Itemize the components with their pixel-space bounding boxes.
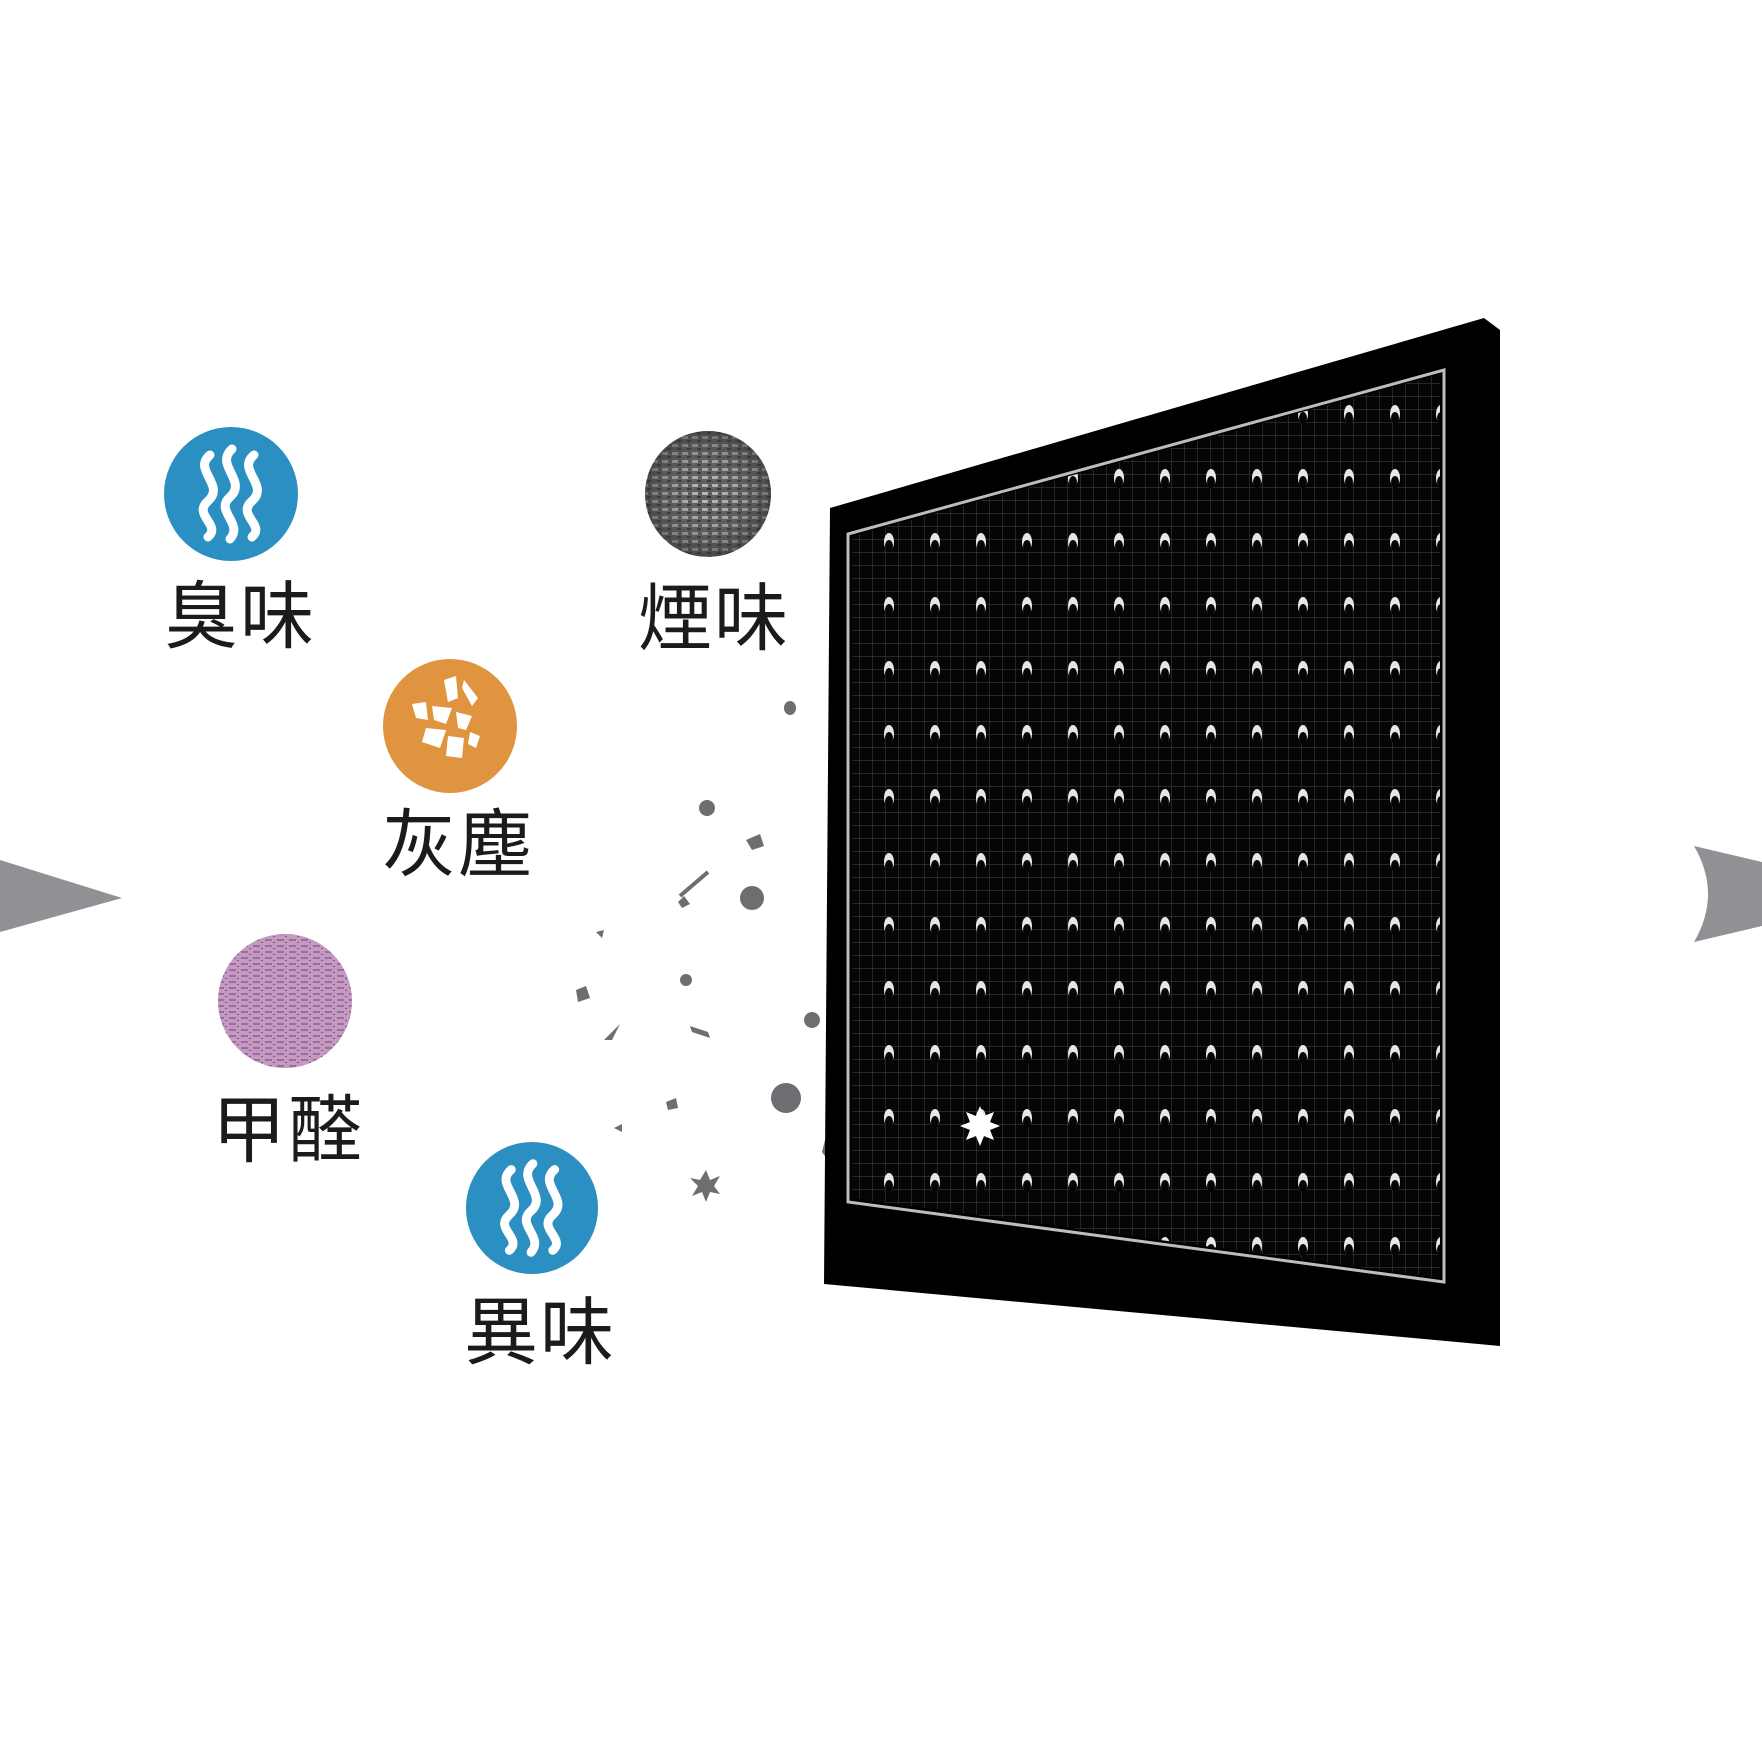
smoke-particle-icon <box>645 431 771 557</box>
particle <box>804 1012 820 1028</box>
filter-carbon-granules <box>852 374 1440 1278</box>
dust-fragments-icon <box>383 659 517 793</box>
sparkle-icon <box>960 1106 1000 1146</box>
particle <box>596 930 604 938</box>
filter-inner-border <box>846 368 1446 1284</box>
particle <box>678 896 690 908</box>
formaldehyde-item <box>216 932 354 1070</box>
particle <box>784 701 796 715</box>
odor-item <box>162 425 300 563</box>
particle <box>699 800 715 816</box>
smoke-label: 煙味 <box>638 576 790 662</box>
particle <box>690 1170 720 1202</box>
particle <box>740 886 764 910</box>
dust-item <box>382 658 518 794</box>
activated-carbon-filter <box>824 318 1500 1346</box>
particle <box>746 834 764 850</box>
formaldehyde-particle-icon <box>218 934 352 1068</box>
left-arrow-icon <box>0 860 122 932</box>
peculiar-smell-label: 異味 <box>464 1290 616 1376</box>
particle <box>680 974 692 986</box>
dust-label: 灰塵 <box>382 802 534 888</box>
particle <box>604 1024 620 1040</box>
right-arrow-icon <box>1694 846 1762 942</box>
particle <box>666 1098 678 1110</box>
particle <box>678 870 710 898</box>
odor-label: 臭味 <box>164 574 316 660</box>
particle <box>576 986 590 1002</box>
smoke-item <box>642 428 774 560</box>
wavy-lines-icon <box>465 1141 599 1275</box>
formaldehyde-label: 甲醛 <box>212 1088 364 1174</box>
peculiar-smell-item <box>464 1140 600 1276</box>
particle <box>690 1026 710 1038</box>
particle <box>771 1083 801 1113</box>
particle <box>614 1124 622 1132</box>
wavy-lines-icon <box>164 427 298 561</box>
